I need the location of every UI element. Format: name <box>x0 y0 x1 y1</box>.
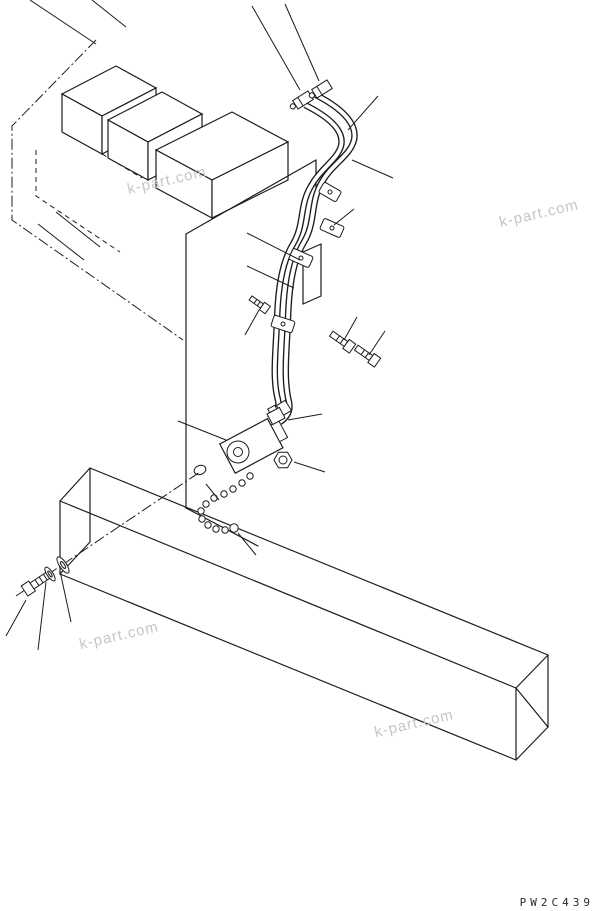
valve-top-connector <box>266 404 286 426</box>
drawing-code: PW2C439 <box>520 896 594 909</box>
plate-hole <box>193 464 207 476</box>
watermark-3: k-part.com <box>78 618 161 653</box>
assembly-axis-line <box>15 471 201 597</box>
valve-block-3 <box>154 111 290 220</box>
leader-lines <box>5 3 394 651</box>
washer-1 <box>44 566 56 582</box>
drain-chain <box>197 472 254 534</box>
pipe-clamp-4 <box>270 314 296 334</box>
frame-beam <box>59 467 549 761</box>
bolt-washer-set <box>15 471 201 597</box>
pipe-clamp-3 <box>288 248 314 268</box>
phantom-outline <box>11 0 184 341</box>
washer-2 <box>56 556 70 574</box>
clamp-bolt-2 <box>328 330 357 354</box>
clamp-bolt-1 <box>248 295 272 315</box>
pipe-clamp-1 <box>318 182 342 202</box>
solenoid-valve <box>218 404 293 474</box>
watermark-4: k-part.com <box>373 706 456 741</box>
valve-bank-blocks <box>60 65 290 220</box>
watermark-2: k-part.com <box>498 196 581 231</box>
beam-end-face <box>515 654 549 761</box>
clamp-bolt-3 <box>353 344 382 368</box>
hose-fitting-2 <box>308 79 333 99</box>
chain-end-plug <box>229 523 239 533</box>
pipe-clamp-2 <box>319 218 345 238</box>
mounting-plate <box>185 159 317 547</box>
hydraulic-tube-pair <box>267 91 358 425</box>
